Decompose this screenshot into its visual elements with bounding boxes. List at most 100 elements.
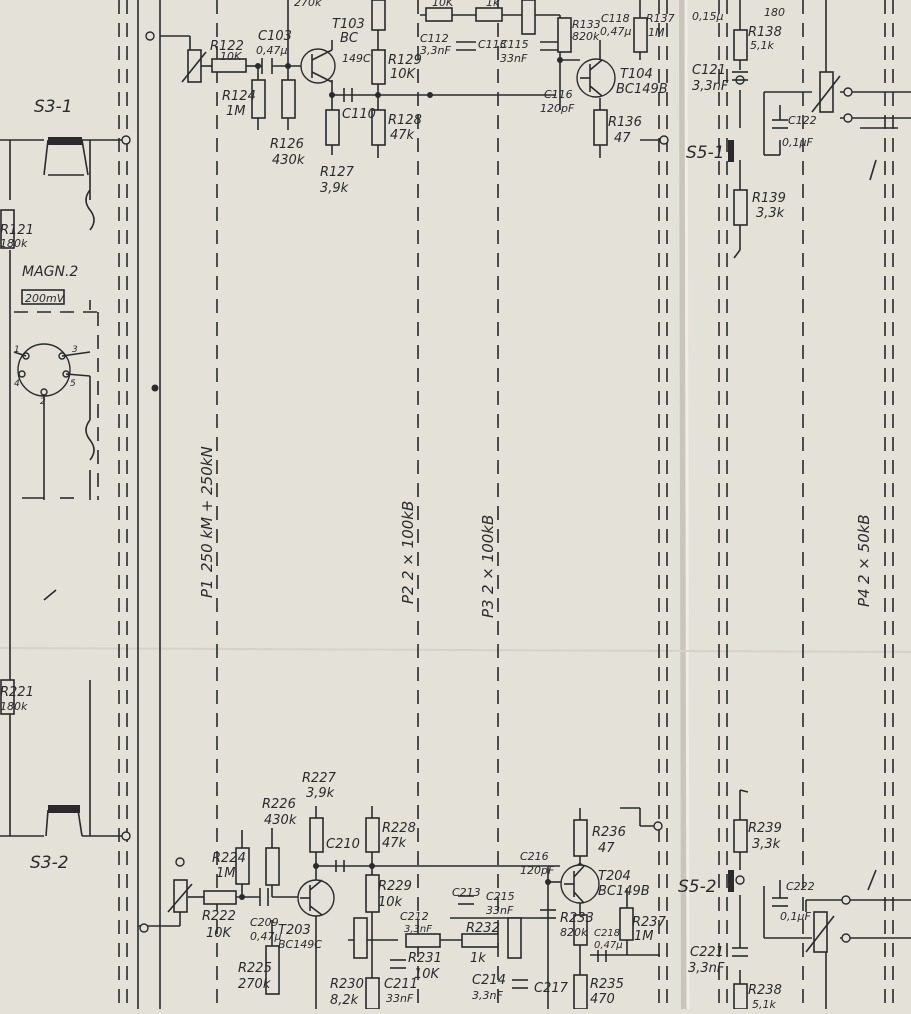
- r237-label: R237: [632, 915, 667, 930]
- c221-value: 3,3nF: [688, 961, 725, 976]
- c116-value: 120pF: [540, 102, 575, 115]
- c112-label: C112: [420, 32, 449, 45]
- top-cut-1k: 1k: [486, 0, 500, 9]
- t103-type-2: 149C: [342, 52, 371, 65]
- resistor-bodies: [0, 0, 748, 1010]
- r230-label: R230: [330, 977, 364, 992]
- r133-label: R133: [572, 18, 601, 31]
- c222-label: C222: [786, 880, 815, 893]
- r233-label: R233: [560, 911, 594, 926]
- c121-label: C121: [692, 63, 726, 78]
- pot-p3-name: P3: [479, 599, 497, 618]
- c211-value: 33nF: [386, 992, 414, 1005]
- r124-value: 1M: [226, 104, 246, 119]
- r235-label: R235: [590, 977, 624, 992]
- pot-p2-value: 2 × 100kB: [399, 501, 417, 580]
- r229-value: 10k: [378, 895, 403, 910]
- c210-label: C210: [326, 837, 360, 852]
- r221-value: 180k: [0, 700, 28, 713]
- r129-value: 10K: [390, 67, 417, 82]
- c115-label: C115: [500, 38, 529, 51]
- transistor-t104: [576, 58, 616, 98]
- transistor-t203: [297, 879, 335, 917]
- r121-value: 180k: [0, 237, 28, 250]
- pot-p4-name: P4: [855, 588, 873, 607]
- c212-label: C212: [400, 910, 429, 923]
- r121-label: R121: [0, 223, 34, 238]
- top-cut-180: 180: [764, 6, 785, 19]
- input-level-label: 200mV: [25, 292, 66, 305]
- r232-value: 1k: [470, 951, 486, 966]
- din-input-socket: [13, 289, 91, 601]
- pot-p2-name: P2: [399, 585, 417, 604]
- r239-label: R239: [748, 821, 782, 836]
- input-name-label: MAGN.2: [22, 264, 78, 280]
- r226-value: 430k: [264, 813, 297, 828]
- r225-label: R225: [238, 961, 272, 976]
- c212-value: 3,3nF: [404, 924, 432, 935]
- switch-labels: S3-1 S3-2 S5-1 S5-2: [30, 97, 725, 897]
- r126-value: 430k: [272, 153, 305, 168]
- c222-value: 0,1µF: [780, 910, 811, 923]
- r224-label: R224: [212, 851, 246, 866]
- c103-label: C103: [258, 29, 292, 44]
- r127-label: R127: [320, 165, 355, 180]
- r122-value: 10K: [220, 50, 242, 63]
- input-socket-labels: MAGN.2 200mV 1 4 2 5 3: [14, 264, 78, 407]
- t103-label: T103: [332, 17, 365, 32]
- c118-label: C118: [601, 12, 630, 25]
- c209-value: 0,47µ: [250, 930, 282, 943]
- c214-value: 3,3nF: [472, 989, 503, 1002]
- r237-value: 1M: [634, 929, 654, 944]
- switch-s5-contacts: [728, 140, 877, 892]
- transistor-t204: [560, 864, 600, 904]
- switch-s3-1-label: S3-1: [34, 97, 73, 117]
- r231-label: R231: [408, 951, 442, 966]
- r128-label: R128: [388, 113, 422, 128]
- t203-type: BC149C: [278, 938, 322, 951]
- r139-value: 3,3k: [756, 206, 785, 221]
- r139-label: R139: [752, 191, 786, 206]
- c118-value: 0,47µ: [600, 25, 632, 38]
- switch-s3-2-label: S3-2: [30, 853, 69, 873]
- r222-value: 10K: [206, 926, 233, 941]
- switch-s5-1-label: S5-1: [686, 143, 725, 163]
- r231-value: 10K: [414, 967, 441, 982]
- c218-label: C218: [594, 928, 620, 939]
- c110-label: C110: [342, 107, 376, 122]
- r133-value: 820k: [572, 30, 600, 43]
- r126-label: R126: [270, 137, 304, 152]
- switch-s5-2-label: S5-2: [678, 877, 717, 897]
- switch-s3-contacts: [43, 137, 95, 837]
- socket-pin-4: 4: [14, 379, 20, 389]
- r129-label: R129: [388, 53, 422, 68]
- c216-value: 120pF: [520, 864, 555, 877]
- socket-pin-5: 5: [70, 379, 76, 389]
- c217-label: C217: [534, 981, 569, 996]
- junctions: [121, 31, 853, 943]
- c215-value: 33nF: [486, 904, 514, 917]
- c213-label: C213: [452, 886, 481, 899]
- r122-label: R122: [210, 39, 244, 54]
- pot-p1-value: 250 kM + 250kN: [198, 446, 216, 572]
- c122-label: C122: [788, 114, 817, 127]
- r228-label: R228: [382, 821, 416, 836]
- r238-label: R238: [748, 983, 782, 998]
- pot-p4-value: 2 × 50kB: [855, 514, 873, 584]
- c221-label: C221: [690, 945, 724, 960]
- r137-value: 1M: [648, 26, 665, 39]
- c116-label: C116: [544, 88, 573, 101]
- socket-pin-2: 2: [40, 397, 46, 407]
- r236-label: R236: [592, 825, 626, 840]
- r235-value: 470: [590, 992, 615, 1007]
- r226-label: R226: [262, 797, 296, 812]
- r221-label: R221: [0, 685, 34, 700]
- c103-value: 0,47µ: [256, 44, 288, 57]
- r128-value: 47k: [390, 128, 415, 143]
- top-cut-0-15u: 0,15µ: [692, 10, 724, 23]
- t204-type: BC149B: [598, 884, 650, 899]
- r224-value: 1M: [216, 866, 236, 881]
- c113-label: C113: [478, 38, 507, 51]
- t204-label: T204: [598, 869, 631, 884]
